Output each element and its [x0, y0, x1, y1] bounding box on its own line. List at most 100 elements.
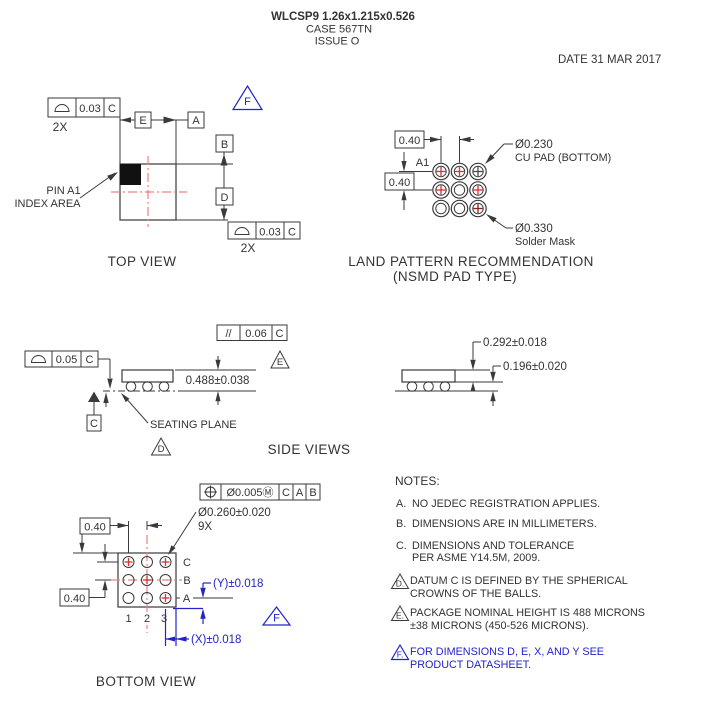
pad	[432, 162, 450, 181]
f-flag-bottom-view: F	[261, 606, 292, 626]
side-view-right: 0.292±0.018 0.196±0.020	[395, 337, 567, 406]
row-label: B	[183, 575, 190, 587]
cu-pad-label: CU PAD (BOTTOM)	[515, 152, 611, 164]
y-dim-value: (Y)±0.018	[213, 578, 263, 590]
pin-a1-line1: PIN A1	[46, 185, 80, 197]
bottom-ball-grid	[122, 556, 172, 604]
row-label: A	[183, 593, 191, 605]
position-tolerance-frame: Ø0.005Ⓜ C A B	[199, 483, 321, 501]
datum-letter: C	[90, 418, 98, 430]
flag-letter: F	[244, 96, 251, 108]
pitch-dim-horizontal: 0.40	[394, 130, 474, 163]
datum-ref: C	[108, 103, 116, 115]
note-text: ±38 MICRONS (450-526 MICRONS).	[410, 620, 589, 632]
pad	[450, 162, 469, 181]
profile-surface-icon	[54, 104, 70, 112]
count-label: 2X	[241, 241, 256, 255]
pitch-value: 0.40	[389, 177, 410, 189]
ball-count: 9X	[198, 521, 212, 533]
cu-pad-diameter: Ø0.230	[515, 139, 553, 151]
profile-tolerance-frame-bottom: 0.03 C 2X	[227, 221, 301, 255]
pad	[469, 162, 487, 181]
datum-ref: A	[296, 487, 304, 499]
x-dim-value: (X)±0.018	[191, 634, 241, 646]
note-text: PER ASME Y14.5M, 2009.	[412, 552, 540, 564]
ball	[141, 556, 153, 568]
triangle-flag-icon	[270, 349, 290, 369]
datum-ref: C	[288, 227, 296, 239]
pad	[450, 199, 469, 218]
note-text: PACKAGE NOMINAL HEIGHT IS 488 MICRONS	[410, 607, 645, 619]
datum-ref: C	[282, 487, 290, 499]
pitch-value: 0.40	[84, 522, 105, 534]
col-label: 1	[125, 613, 131, 625]
seating-plane-label: SEATING PLANE	[150, 419, 237, 431]
bottom-view: Ø0.005Ⓜ C A B Ø0.260±0.020 9X 0.40	[59, 483, 321, 689]
solder-ball	[125, 381, 137, 392]
view-title-top: TOP VIEW	[108, 254, 177, 269]
note-text: NO JEDEC REGISTRATION APPLIES.	[412, 498, 600, 510]
b-d-dimension: B D	[176, 134, 234, 221]
dim-label-e: E	[139, 115, 146, 127]
ball	[159, 592, 172, 604]
ball-crosses	[124, 558, 170, 602]
position-symbol-icon	[204, 485, 217, 499]
ball-height-value: 0.196±0.020	[503, 361, 567, 373]
note-flag-e: E. PACKAGE NOMINAL HEIGHT IS 488 MICRONS…	[390, 605, 645, 632]
note-id: B.	[396, 518, 406, 530]
solder-ball	[406, 381, 418, 392]
tolerance-value: 0.03	[259, 227, 280, 239]
side-views: 0.05 C // 0.06 C E	[24, 324, 567, 457]
e-flag: E	[270, 349, 290, 369]
tolerance-value: 0.05	[56, 354, 77, 366]
solder-mask-diameter: Ø0.330	[515, 223, 553, 235]
datum-c-flag: C	[86, 391, 102, 432]
col-label: 2	[144, 613, 150, 625]
tolerance-value: 0.06	[245, 328, 266, 340]
solder-ball	[142, 381, 153, 392]
note-text: DATUM C IS DEFINED BY THE SPHERICAL	[410, 575, 628, 587]
side-view-left: C 0.488±0.038 SEATING PLANE D	[86, 356, 256, 456]
pad	[432, 181, 450, 199]
pad	[469, 181, 487, 199]
dim-label-d: D	[221, 192, 229, 204]
flag-letter: F	[273, 613, 280, 625]
flag-letter: E	[277, 357, 283, 368]
profile-surface-icon	[30, 355, 47, 363]
land-pattern-subtitle: (NSMD PAD TYPE)	[393, 269, 517, 284]
body-height-value: 0.292±0.018	[483, 337, 547, 349]
d-flag: D	[150, 436, 172, 456]
triangle-flag-icon	[390, 605, 410, 621]
datum-ref: B	[309, 487, 316, 499]
flag-letter: D.	[396, 579, 405, 589]
ball	[122, 592, 135, 604]
note-id: A.	[396, 498, 406, 510]
case-number: CASE 567TN	[306, 24, 372, 36]
top-view: 0.03 C 2X E A B	[14, 84, 301, 269]
datum-ref: C	[276, 328, 284, 340]
pad	[432, 199, 450, 218]
land-pattern: 0.40 0.40 A1	[348, 130, 611, 284]
triangle-flag-icon	[261, 606, 292, 626]
e-dimension: E A	[120, 111, 205, 164]
ball	[122, 556, 135, 568]
solder-ball	[158, 381, 170, 392]
note-text: FOR DIMENSIONS D, E, X, AND Y SEE	[410, 646, 604, 658]
pitch-dim-vertical: 0.40	[384, 152, 432, 210]
datum-ref: C	[86, 354, 94, 366]
tolerance-value: Ø0.005Ⓜ	[226, 486, 273, 499]
land-pattern-title: LAND PATTERN RECOMMENDATION	[348, 254, 594, 269]
notes-heading: NOTES:	[395, 474, 440, 488]
ball	[141, 592, 153, 604]
ball	[122, 574, 135, 586]
note-text: PRODUCT DATASHEET.	[410, 659, 531, 671]
flag-letter: F.	[397, 650, 404, 660]
note-flag-d: D. DATUM C IS DEFINED BY THE SPHERICAL C…	[390, 573, 628, 600]
note-id: C.	[396, 540, 407, 552]
profile-surface-icon	[234, 227, 250, 235]
ball-height-dim: 0.196±0.020	[490, 361, 567, 406]
note-text: DIMENSIONS ARE IN MILLIMETERS.	[412, 518, 597, 530]
issue-revision: ISSUE O	[315, 36, 360, 48]
profile-tolerance-frame-top: 0.03 C 2X	[47, 97, 121, 134]
pad	[450, 181, 469, 199]
